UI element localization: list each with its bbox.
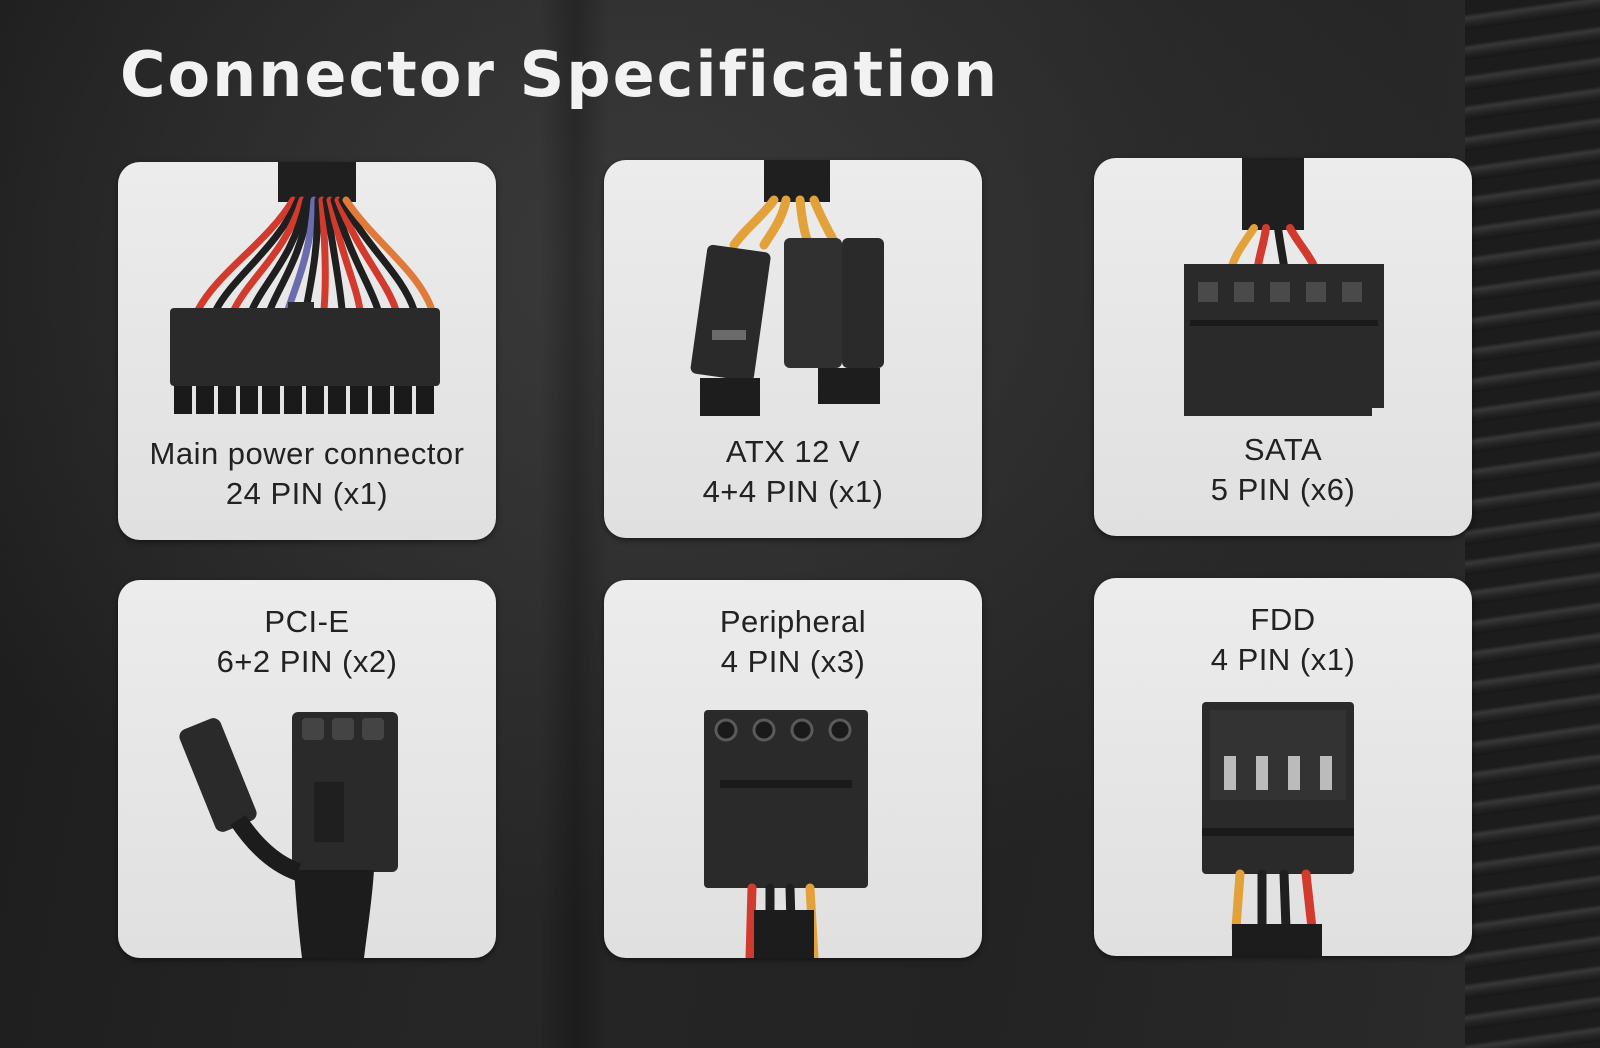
cable-sleeve-background bbox=[1465, 0, 1600, 1048]
fdd-4-pin-connector-icon bbox=[1202, 702, 1354, 956]
connector-caption: ATX 12 V 4+4 PIN (x1) bbox=[604, 432, 982, 512]
connector-name: FDD bbox=[1250, 602, 1316, 637]
connector-card-peripheral: Peripheral 4 PIN (x3) bbox=[604, 580, 982, 958]
molex-4-pin-connector-icon bbox=[704, 710, 868, 958]
connector-caption: SATA 5 PIN (x6) bbox=[1094, 430, 1472, 510]
connector-name: SATA bbox=[1243, 432, 1323, 467]
connector-name: ATX 12 V bbox=[725, 434, 861, 469]
page-title: Connector Specification bbox=[120, 38, 1000, 111]
connector-spec: 4+4 PIN (x1) bbox=[702, 474, 884, 509]
connector-caption: FDD 4 PIN (x1) bbox=[1094, 600, 1472, 680]
sata-connector-icon bbox=[1184, 158, 1384, 416]
connector-name: Peripheral bbox=[719, 604, 867, 639]
pcie-6plus2-connector-icon bbox=[179, 712, 398, 958]
connector-spec: 4 PIN (x3) bbox=[720, 644, 866, 679]
connector-spec: 4 PIN (x1) bbox=[1210, 642, 1356, 677]
connector-caption: Main power connector 24 PIN (x1) bbox=[118, 434, 496, 514]
connector-card-pci-e: PCI-E 6+2 PIN (x2) bbox=[118, 580, 496, 958]
connector-spec: 5 PIN (x6) bbox=[1210, 472, 1356, 507]
24-pin-atx-connector-icon bbox=[170, 162, 440, 414]
connector-spec: 6+2 PIN (x2) bbox=[216, 644, 398, 679]
connector-caption: PCI-E 6+2 PIN (x2) bbox=[118, 602, 496, 682]
connector-name: Main power connector bbox=[149, 436, 465, 471]
eps-4plus4-connector-icon bbox=[690, 160, 884, 416]
connector-card-sata: SATA 5 PIN (x6) bbox=[1094, 158, 1472, 536]
connector-spec: 24 PIN (x1) bbox=[225, 476, 389, 511]
connector-card-fdd: FDD 4 PIN (x1) bbox=[1094, 578, 1472, 956]
connector-name: PCI-E bbox=[264, 604, 350, 639]
connector-card-atx-12v: ATX 12 V 4+4 PIN (x1) bbox=[604, 160, 982, 538]
connector-card-main-power: Main power connector 24 PIN (x1) bbox=[118, 162, 496, 540]
connector-caption: Peripheral 4 PIN (x3) bbox=[604, 602, 982, 682]
